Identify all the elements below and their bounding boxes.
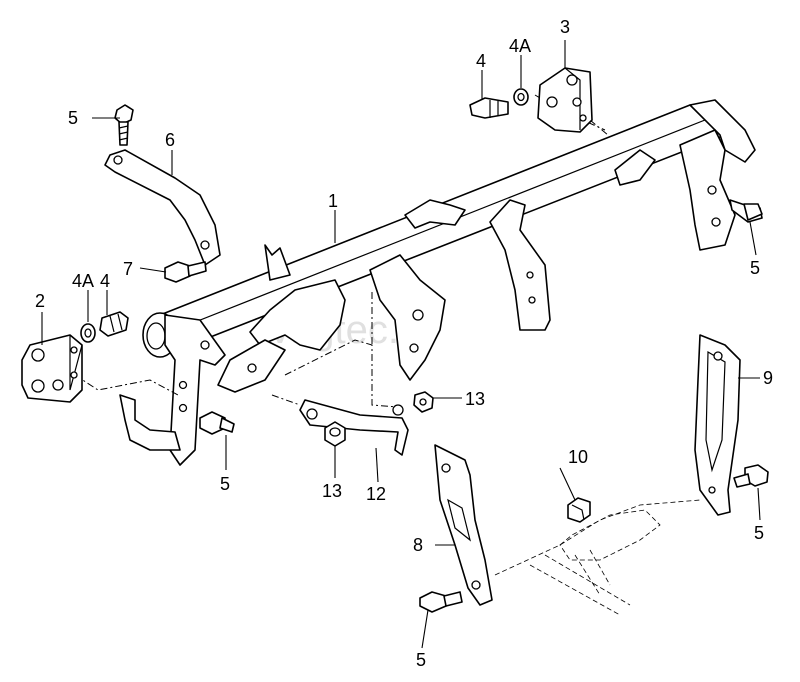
bolt-5-topleft	[114, 104, 134, 146]
callout-9: 9	[763, 368, 773, 388]
callout-6: 6	[165, 130, 175, 150]
nut-13-left	[324, 421, 346, 447]
bolt-5-center	[199, 411, 235, 435]
bolt-5-lowright	[733, 464, 769, 488]
callout-2: 2	[35, 291, 45, 311]
callout-5-topleft: 5	[68, 108, 78, 128]
pillar-bracket-9	[694, 334, 741, 516]
callout-3: 3	[560, 17, 570, 37]
callout-5-center: 5	[220, 474, 230, 494]
callout-4-left: 4	[100, 271, 110, 291]
crossmember-tube	[119, 99, 756, 466]
callout-8: 8	[413, 535, 423, 555]
callout-12: 12	[366, 484, 386, 504]
callout-5-lowright: 5	[754, 523, 764, 543]
support-8	[434, 444, 493, 606]
callout-13-right: 13	[465, 389, 485, 409]
bolt-4-left	[99, 311, 129, 337]
leader-lines	[41, 40, 761, 649]
callout-10: 10	[568, 447, 588, 467]
callout-4a-top: 4A	[509, 36, 531, 56]
callout-1: 1	[328, 191, 338, 211]
washer-4a-top	[513, 88, 529, 106]
washer-4a-left	[80, 323, 96, 343]
nut-13-right	[413, 391, 434, 413]
bolt-4-top	[469, 97, 509, 119]
callout-5-bottom: 5	[416, 650, 426, 670]
mount-bracket-2	[21, 334, 83, 403]
support-6	[104, 149, 221, 266]
callout-4-top: 4	[476, 51, 486, 71]
floor-outline	[494, 499, 701, 616]
bolt-5-bottom	[419, 591, 463, 613]
callout-13-left: 13	[322, 481, 342, 501]
clip-10	[567, 497, 591, 523]
bolt-5-right	[729, 199, 763, 223]
mount-bracket-3	[537, 67, 593, 133]
callout-4a-left: 4A	[72, 271, 94, 291]
callouts: 1 3 4A 4 5 6 7 2 4A 4 5 5 13 13 12 10 9 …	[35, 17, 773, 670]
assembly-lines	[74, 94, 609, 408]
callout-5-right: 5	[750, 258, 760, 278]
callout-7: 7	[123, 259, 133, 279]
brace-12	[299, 399, 409, 456]
bolt-7	[164, 261, 207, 283]
